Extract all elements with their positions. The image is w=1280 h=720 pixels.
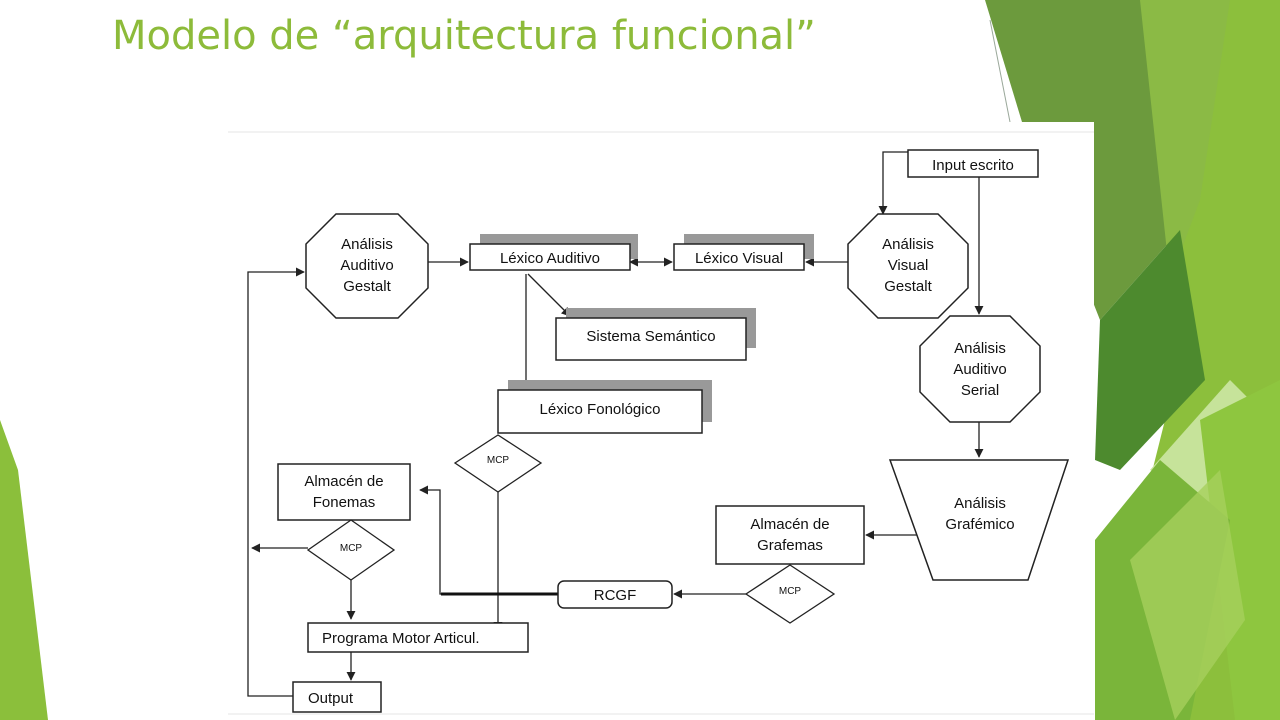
svg-text:Programa Motor Articul.: Programa Motor Articul.	[322, 630, 480, 647]
svg-text:Sistema Semántico: Sistema Semántico	[586, 328, 715, 345]
node-rcgf: RCGF	[557, 580, 673, 609]
node-programa-motor: Programa Motor Articul.	[307, 622, 529, 653]
node-lexico-auditivo: Léxico Auditivo	[469, 234, 638, 271]
node-lexico-fonologico: Léxico Fonológico	[497, 380, 712, 434]
node-sistema-semantico: Sistema Semántico	[555, 308, 756, 361]
connectors	[247, 151, 984, 697]
node-mcp-fonemas: MCP	[306, 519, 396, 581]
node-output: Output	[292, 681, 382, 713]
svg-text:Léxico Visual: Léxico Visual	[695, 250, 783, 267]
svg-text:Análisis: Análisis	[954, 340, 1006, 357]
functional-architecture-diagram: Análisis Auditivo Gestalt Léxico Auditiv…	[228, 122, 1094, 720]
svg-text:Almacén de: Almacén de	[304, 473, 383, 490]
svg-text:Output: Output	[308, 690, 354, 707]
svg-text:MCP: MCP	[779, 586, 802, 597]
svg-text:Auditivo: Auditivo	[953, 361, 1006, 378]
svg-text:MCP: MCP	[340, 543, 363, 554]
svg-text:Análisis: Análisis	[341, 236, 393, 253]
svg-text:Visual: Visual	[888, 257, 929, 274]
svg-text:Grafemas: Grafemas	[757, 537, 823, 554]
svg-text:Input escrito: Input escrito	[932, 157, 1014, 174]
svg-text:Análisis: Análisis	[882, 236, 934, 253]
svg-text:Léxico Auditivo: Léxico Auditivo	[500, 250, 600, 267]
node-almacen-grafemas: Almacén de Grafemas	[715, 505, 865, 565]
diagram-panel: Análisis Auditivo Gestalt Léxico Auditiv…	[228, 122, 1094, 720]
svg-text:MCP: MCP	[487, 455, 510, 466]
node-mcp-grafemas: MCP	[744, 564, 836, 624]
node-analisis-visual-gestalt: Análisis Visual Gestalt	[847, 213, 969, 319]
svg-text:Almacén de: Almacén de	[750, 516, 829, 533]
svg-text:Léxico Fonológico: Léxico Fonológico	[540, 401, 661, 418]
node-analisis-auditivo-gestalt: Análisis Auditivo Gestalt	[305, 213, 429, 319]
node-mcp-fonologico: MCP	[453, 434, 543, 493]
slide-title: Modelo de “arquitectura funcional”	[112, 13, 816, 59]
svg-text:Serial: Serial	[961, 382, 999, 399]
svg-text:Gestalt: Gestalt	[343, 278, 391, 295]
node-lexico-visual: Léxico Visual	[673, 234, 814, 271]
svg-text:Gestalt: Gestalt	[884, 278, 932, 295]
node-analisis-auditivo-serial: Análisis Auditivo Serial	[919, 315, 1041, 423]
svg-text:Fonemas: Fonemas	[313, 494, 376, 511]
node-input-escrito: Input escrito	[907, 149, 1039, 178]
node-analisis-grafemico: Análisis Grafémico	[888, 459, 1070, 581]
svg-text:RCGF: RCGF	[594, 587, 637, 604]
svg-text:Auditivo: Auditivo	[340, 257, 393, 274]
svg-text:Grafémico: Grafémico	[945, 516, 1014, 533]
svg-text:Análisis: Análisis	[954, 495, 1006, 512]
node-almacen-fonemas: Almacén de Fonemas	[277, 463, 411, 521]
